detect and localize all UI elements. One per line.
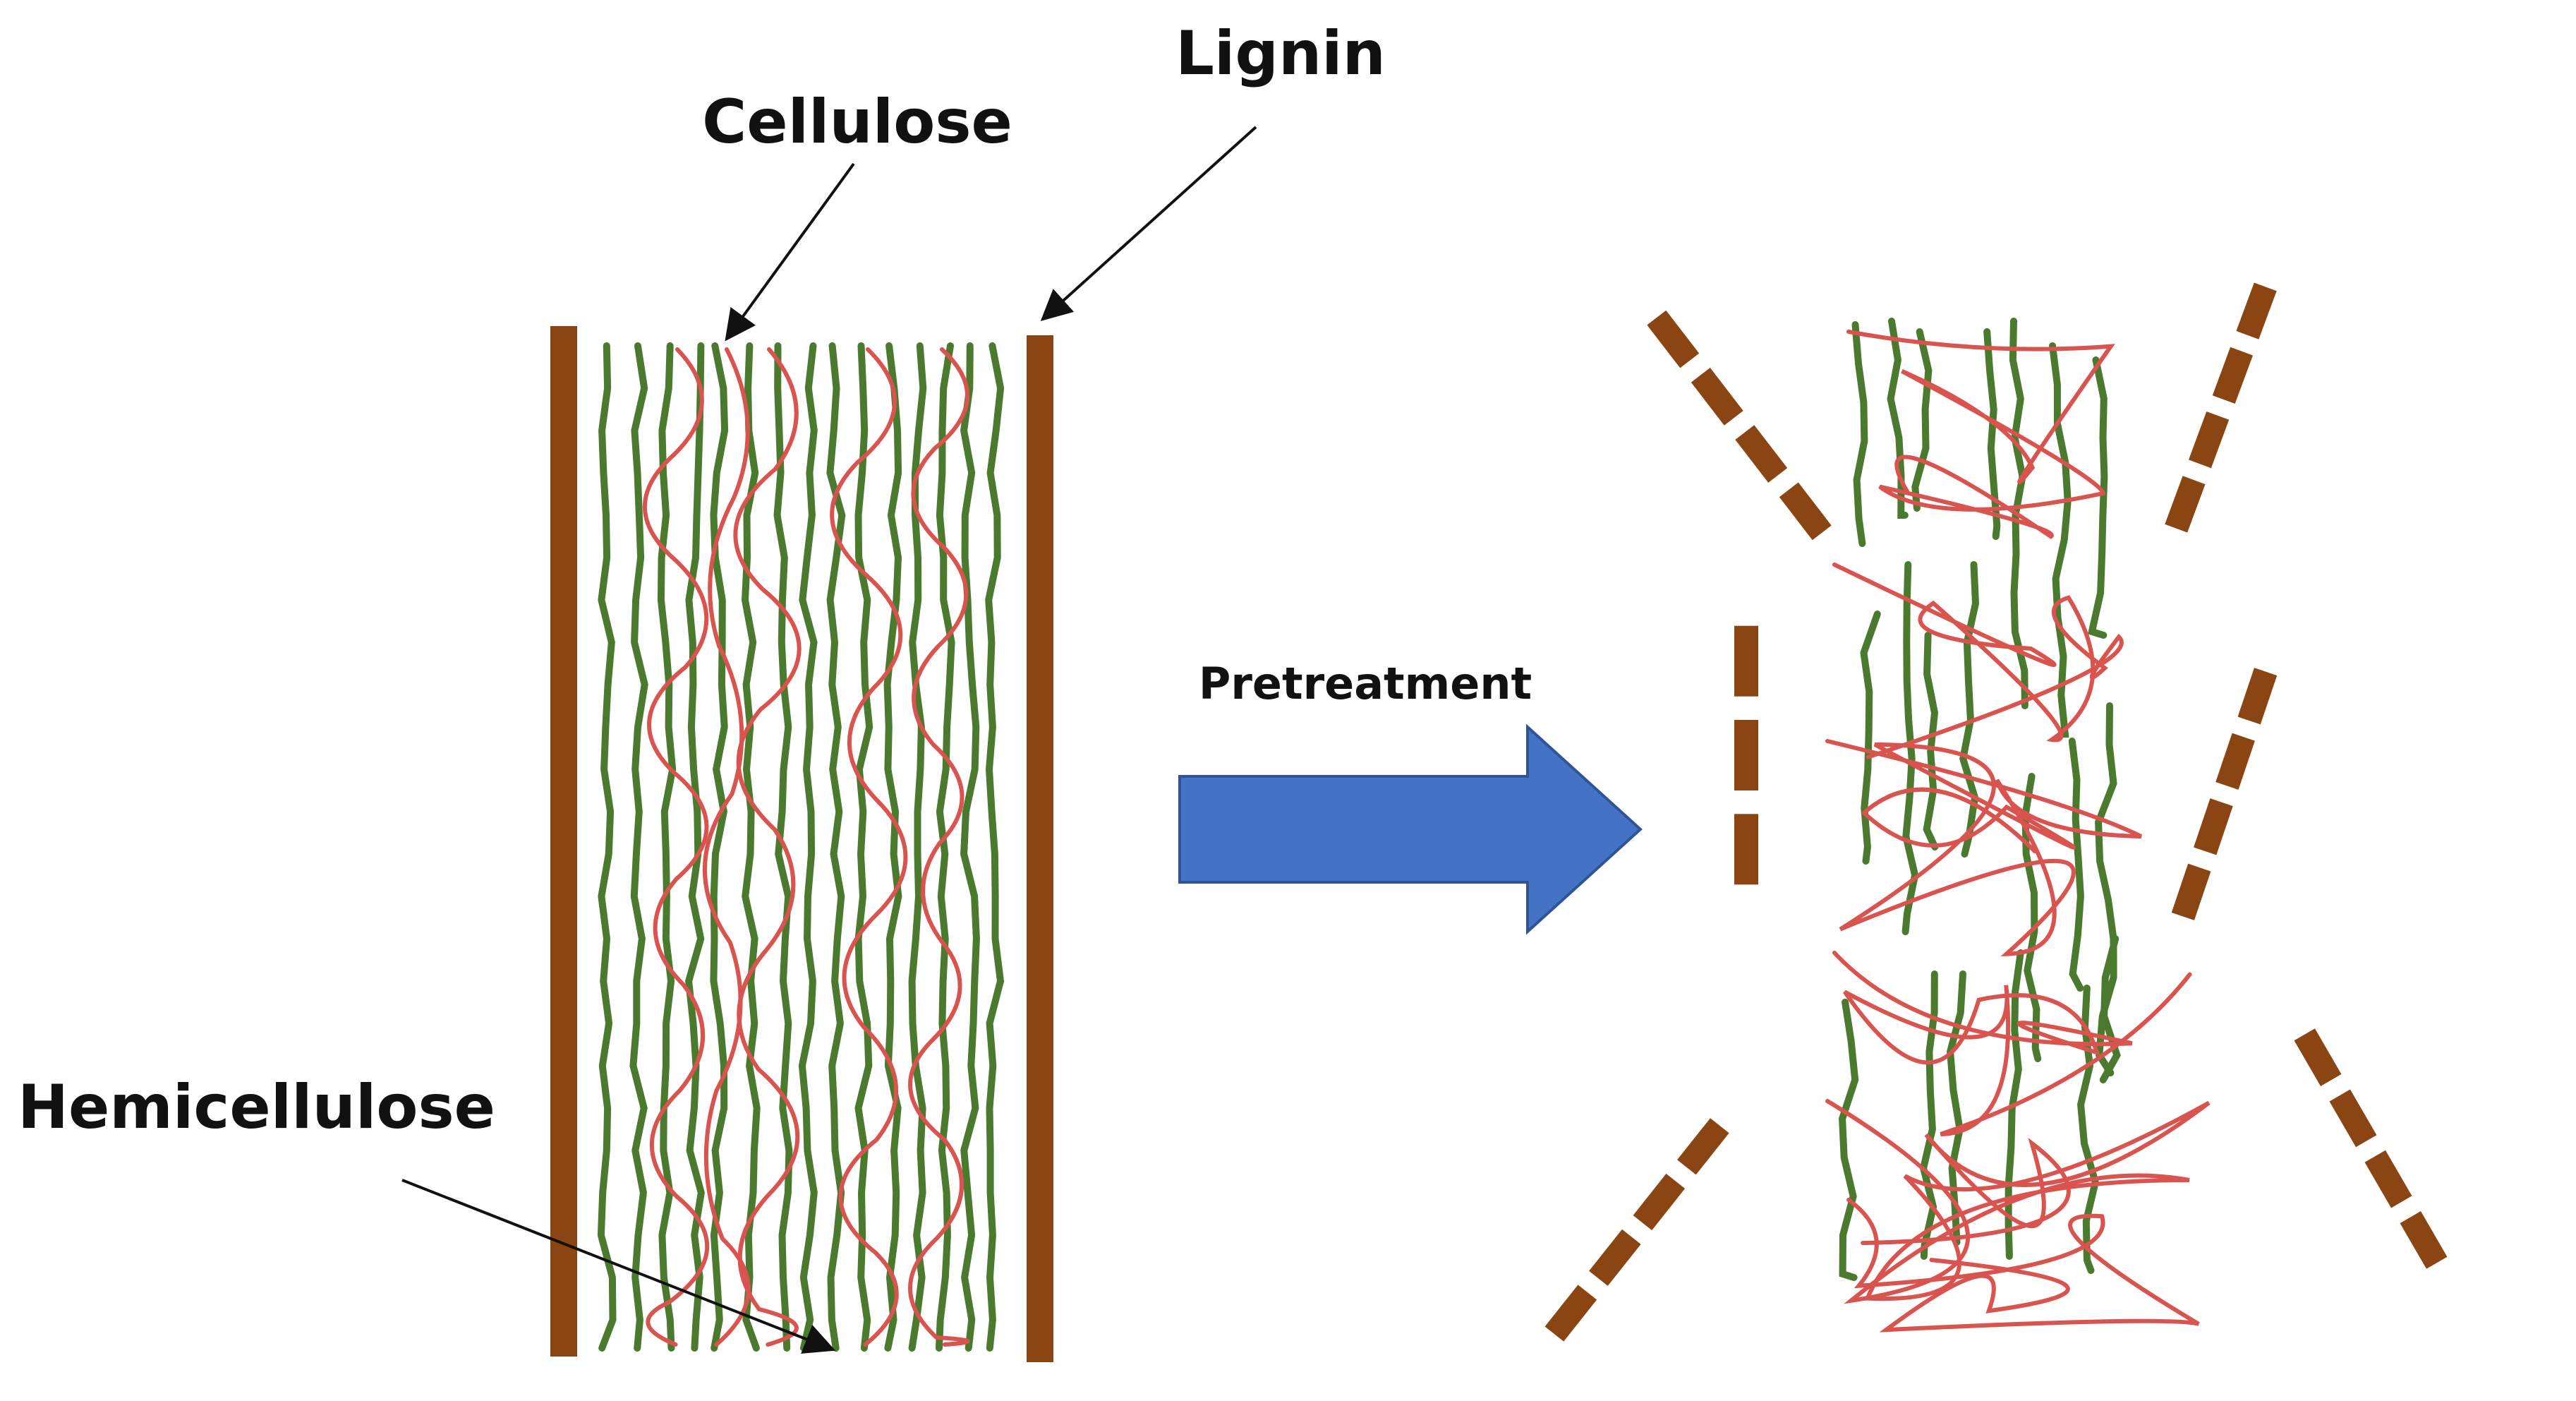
hemicellulose-strand <box>1846 330 2115 539</box>
cellulose-strand <box>710 342 729 1352</box>
lignin-fragment <box>2236 282 2277 339</box>
lignin-fragment <box>2171 863 2211 920</box>
cellulose-strand <box>1851 321 1868 547</box>
hemicellulose-pointer-arrow <box>401 1179 836 1354</box>
lignin-fragment <box>1633 1173 1686 1231</box>
cellulose-strand <box>936 342 955 1352</box>
lignin-fragment <box>1735 425 1788 483</box>
cellulose-strand <box>1911 328 1933 512</box>
cellulose-strand <box>854 342 873 1352</box>
hemicellulose-strands-intact <box>642 347 970 1347</box>
cellulose-strand <box>1923 632 1939 850</box>
pretreated-disrupted-structure <box>1544 282 2448 1342</box>
lignin-wall-left <box>550 326 577 1357</box>
process-arrow-icon <box>1178 723 1643 935</box>
lignin-fragment <box>1691 368 1743 426</box>
hemicellulose-strand <box>830 347 908 1347</box>
hemicellulose-strand <box>1846 1198 2200 1333</box>
pretreatment-arrow: Pretreatment <box>1178 658 1643 935</box>
cellulose-strand <box>2049 342 2072 738</box>
lignin-fragment <box>2194 798 2233 855</box>
lignin-fragment <box>2400 1211 2448 1269</box>
lignin-fragment <box>2188 411 2230 469</box>
lignin-fragments <box>1544 282 2448 1342</box>
cellulose-strand <box>2095 702 2117 1076</box>
lignin-fragment <box>2215 733 2255 790</box>
label-hemicellulose-group: Hemicellulose <box>18 1072 836 1354</box>
hemicellulose-strand <box>733 347 802 1347</box>
lignin-fragment <box>2294 1028 2342 1086</box>
cellulose-strand <box>883 342 902 1352</box>
cellulose-strand <box>1887 318 1909 519</box>
hemicellulose-strand <box>642 347 710 1347</box>
lignin-fragment <box>2237 668 2278 725</box>
lignin-fragment <box>1734 814 1758 885</box>
cellulose-strand <box>985 342 1005 1352</box>
lignin-fragment <box>2364 1150 2412 1208</box>
lignin-fragment <box>1677 1118 1729 1175</box>
lignin-fragment <box>1734 720 1758 790</box>
hemicellulose-strand <box>1832 563 2124 759</box>
lignin-fragment <box>1647 310 1700 368</box>
label-cellulose-group: Cellulose <box>702 87 1012 342</box>
cellulose-strand <box>773 342 793 1352</box>
cellulose-pointer-arrow <box>725 162 855 342</box>
cellulose-strand <box>597 342 617 1352</box>
cellulose-strand <box>960 342 980 1352</box>
cellulose-strand <box>2088 356 2108 639</box>
hemicellulose-strand <box>702 347 751 1347</box>
label-cellulose: Cellulose <box>702 87 1012 157</box>
lignin-fragment <box>2165 476 2206 533</box>
lignin-fragment <box>2329 1089 2377 1148</box>
lignin-fragment <box>1589 1229 1641 1286</box>
label-lignin-group: Lignin <box>1040 18 1386 321</box>
cellulose-strands-disrupted <box>1839 318 2121 1281</box>
label-hemicellulose: Hemicellulose <box>18 1072 495 1143</box>
hemicellulose-strands-disrupted <box>1825 330 2211 1333</box>
cellulose-strand <box>685 342 705 1352</box>
cellulose-strand <box>798 342 818 1352</box>
lignin-wall-right <box>1027 335 1053 1362</box>
cellulose-strand <box>1983 328 2001 540</box>
cellulose-strand <box>908 342 927 1352</box>
cellulose-strand <box>1839 999 1859 1281</box>
cellulose-strand <box>629 342 648 1352</box>
cellulose-strand <box>2099 935 2121 1083</box>
cellulose-strand <box>2068 738 2084 992</box>
hemicellulose-strand <box>1832 951 2192 1136</box>
hemicellulose-strand <box>908 347 970 1347</box>
lignin-fragment <box>1544 1285 1597 1342</box>
lignin-fragment <box>2212 347 2254 404</box>
cellulose-strand <box>1959 561 1980 858</box>
cellulose-strands-intact <box>597 342 1005 1352</box>
lignin-pointer-arrow <box>1040 126 1257 321</box>
intact-lignocellulose-structure <box>550 326 1053 1362</box>
label-lignin: Lignin <box>1175 18 1386 89</box>
cellulose-strand <box>1901 561 1919 935</box>
lignin-fragment <box>1734 625 1758 697</box>
lignin-fragment <box>1779 482 1832 541</box>
cellulose-strand <box>741 342 761 1352</box>
hemicellulose-strand <box>1825 739 2143 956</box>
process-label: Pretreatment <box>1199 658 1532 709</box>
hemicellulose-strand <box>1825 1099 2211 1304</box>
cellulose-strand <box>657 342 677 1352</box>
